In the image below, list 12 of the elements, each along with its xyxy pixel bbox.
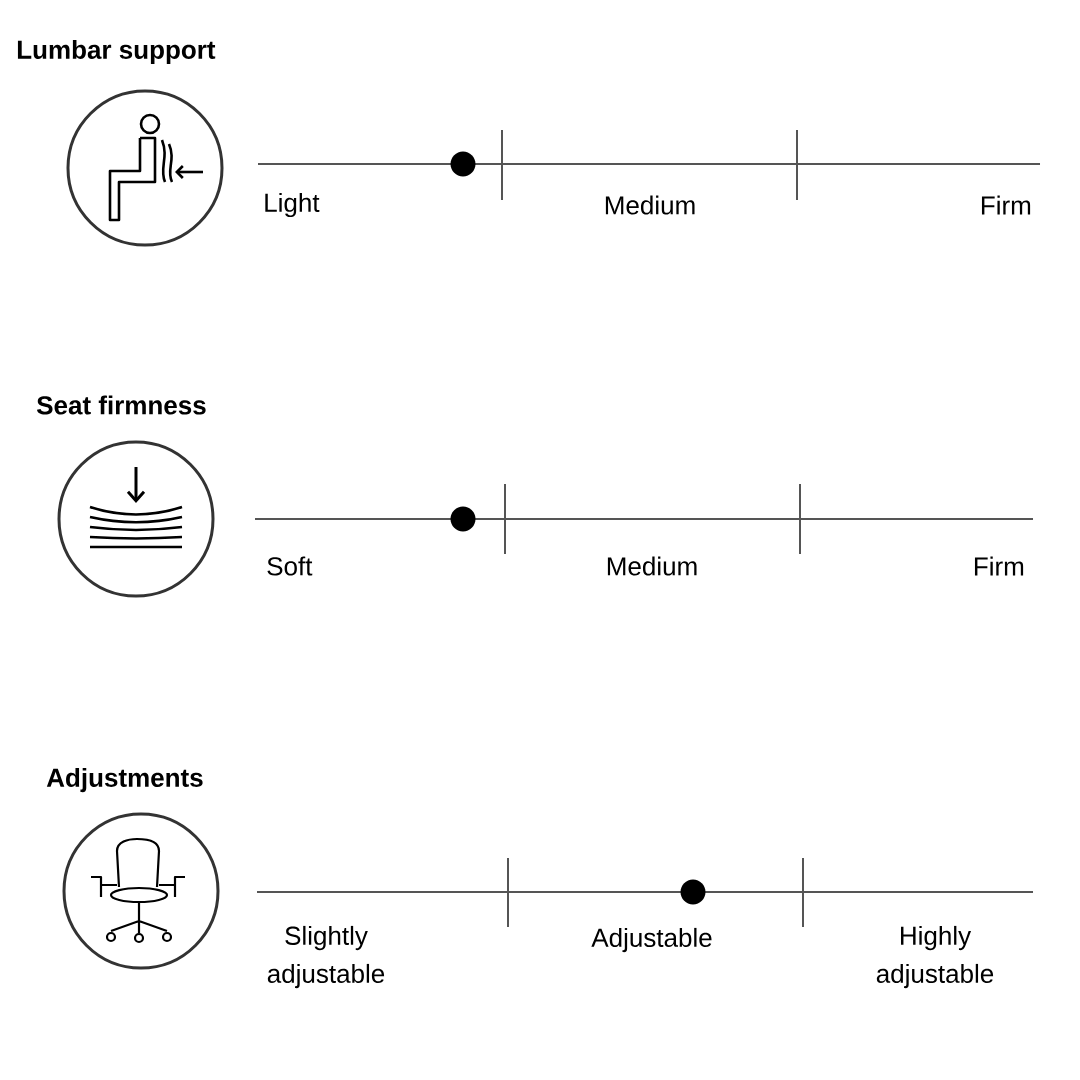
scale-label: Adjustable	[591, 927, 712, 953]
heading: Seat firmness	[36, 395, 206, 415]
scale-label: Soft	[267, 556, 313, 576]
scale-label: Medium	[605, 195, 695, 215]
scale-label: Highly adjustable	[876, 925, 994, 989]
scale-label: Firm	[974, 556, 1024, 576]
scale-label: Light	[265, 192, 320, 218]
heading: Lumbar support	[17, 39, 216, 65]
scale-label: Medium	[607, 556, 697, 576]
heading: Adjustments	[46, 767, 203, 793]
scale-label: Firm	[981, 195, 1031, 215]
scale-label: Slightly adjustable	[267, 925, 385, 989]
